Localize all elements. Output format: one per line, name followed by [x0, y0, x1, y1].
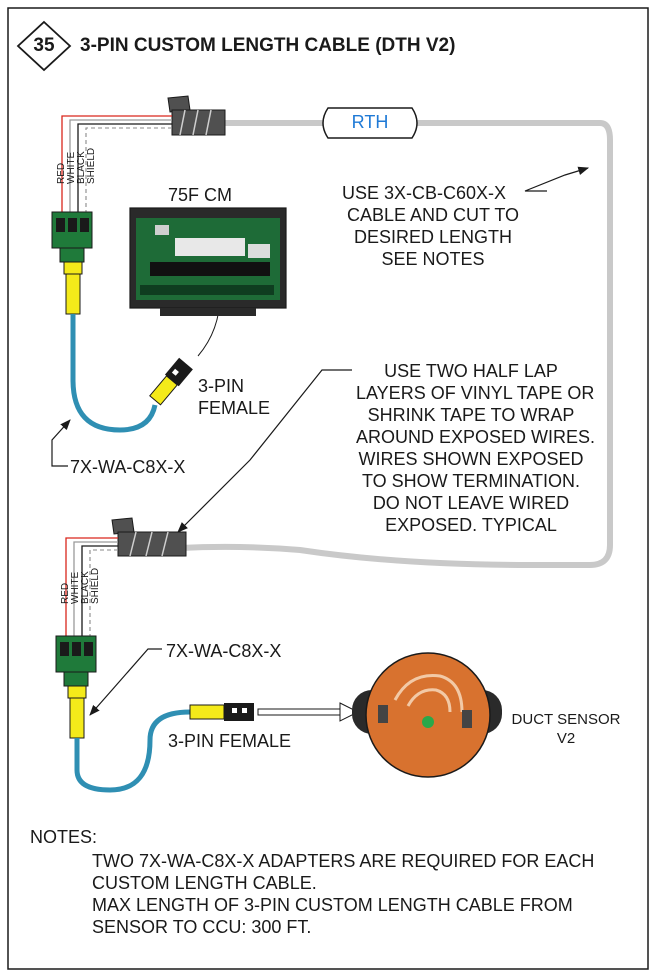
- duct-sensor: [352, 652, 502, 778]
- page-title: 3-PIN CUSTOM LENGTH CABLE (DTH V2): [80, 35, 456, 56]
- custom-length-cable: [179, 120, 613, 568]
- duct-sensor-label-line: DUCT SENSOR: [511, 711, 621, 728]
- tape-note-line: USE TWO HALF LAP: [384, 361, 558, 381]
- duct-sensor-label: DUCT SENSOR V2: [496, 710, 636, 748]
- female-label-bottom: 3-PIN FEMALE: [168, 731, 292, 751]
- tape-note-line: SHRINK TAPE TO WRAP: [367, 405, 575, 425]
- adapter-connector-bottom: [67, 685, 87, 739]
- terminal-block-top: [51, 211, 93, 263]
- cable-note-line: CABLE AND CUT TO: [346, 205, 520, 225]
- notes-heading: NOTES:: [30, 827, 98, 847]
- female-label-top: 3-PIN FEMALE: [198, 375, 270, 419]
- tape-wrap-top: [167, 95, 226, 136]
- tape-note-line: AROUND EXPOSED WIRES.: [356, 427, 596, 447]
- tape-wrap-bottom: [111, 517, 187, 557]
- leader-adapter-bottom: [89, 648, 162, 716]
- adapter-connector-top: [63, 261, 83, 315]
- cm-controller: [129, 207, 287, 316]
- rth-label-capsule: [322, 107, 418, 139]
- cm-title: 75F CM: [168, 185, 233, 205]
- wire-labels-bottom: RED WHITE BLACK SHIELD: [60, 568, 101, 604]
- wire-label-shield: SHIELD: [90, 568, 101, 604]
- wire-label-white: WHITE: [70, 571, 81, 604]
- rth-label: RTH: [351, 112, 389, 132]
- notes-line: CUSTOM LENGTH CABLE.: [92, 873, 317, 893]
- adapter-label-top: 7X-WA-C8X-X: [70, 457, 186, 477]
- wire-label-white: WHITE: [66, 151, 77, 184]
- wire-labels-top: RED WHITE BLACK SHIELD: [56, 148, 97, 184]
- step-badge-number: 35: [33, 35, 55, 56]
- notes-body: TWO 7X-WA-C8X-X ADAPTERS ARE REQUIRED FO…: [92, 850, 594, 938]
- adapter-label-bottom: 7X-WA-C8X-X: [166, 641, 282, 661]
- tape-note-line: DO NOT LEAVE WIRED: [372, 493, 570, 513]
- step-badge-diamond: [16, 20, 72, 72]
- leader-cable-note: [524, 166, 590, 192]
- tape-note: USE TWO HALF LAP LAYERS OF VINYL TAPE OR…: [356, 360, 596, 536]
- leader-adapter-top: [51, 419, 71, 467]
- tape-note-line: EXPOSED. TYPICAL: [385, 515, 557, 535]
- wire-label-red: RED: [56, 163, 67, 184]
- notes-line: SENSOR TO CCU: 300 FT.: [92, 917, 312, 937]
- notes-line: TWO 7X-WA-C8X-X ADAPTERS ARE REQUIRED FO…: [92, 851, 595, 871]
- cable-note: USE 3X-CB-C60X-X CABLE AND CUT TO DESIRE…: [322, 182, 544, 270]
- frame-border: [7, 7, 649, 970]
- connect-arrow-bottom: [257, 702, 360, 722]
- tape-note-line: TO SHOW TERMINATION.: [361, 471, 580, 491]
- cable-note-line: USE 3X-CB-C60X-X: [342, 183, 507, 203]
- wire-label-red: RED: [60, 583, 71, 604]
- duct-sensor-label-line: V2: [556, 730, 576, 747]
- notes-line: MAX LENGTH OF 3-PIN CUSTOM LENGTH CABLE …: [92, 895, 573, 915]
- female-connector-top: [149, 357, 193, 406]
- female-connector-bottom: [189, 703, 254, 721]
- leader-tape-note: [177, 369, 352, 533]
- adapter-cable-bottom: [74, 709, 191, 793]
- tape-note-line: WIRES SHOWN EXPOSED: [358, 449, 584, 469]
- adapter-cable-top: [70, 314, 158, 433]
- wire-label-black: BLACK: [76, 151, 87, 184]
- exposed-wires-top: [61, 115, 172, 212]
- tape-note-line: LAYERS OF VINYL TAPE OR: [356, 383, 595, 403]
- wire-label-black: BLACK: [80, 571, 91, 604]
- cable-note-line: DESIRED LENGTH: [353, 227, 513, 247]
- wire-label-shield: SHIELD: [86, 148, 97, 184]
- female-label-line: FEMALE: [198, 398, 271, 418]
- female-label-line: 3-PIN: [198, 376, 245, 396]
- exposed-wires-bottom: [65, 537, 118, 636]
- cable-note-line: SEE NOTES: [381, 249, 485, 269]
- terminal-block-bottom: [55, 635, 97, 687]
